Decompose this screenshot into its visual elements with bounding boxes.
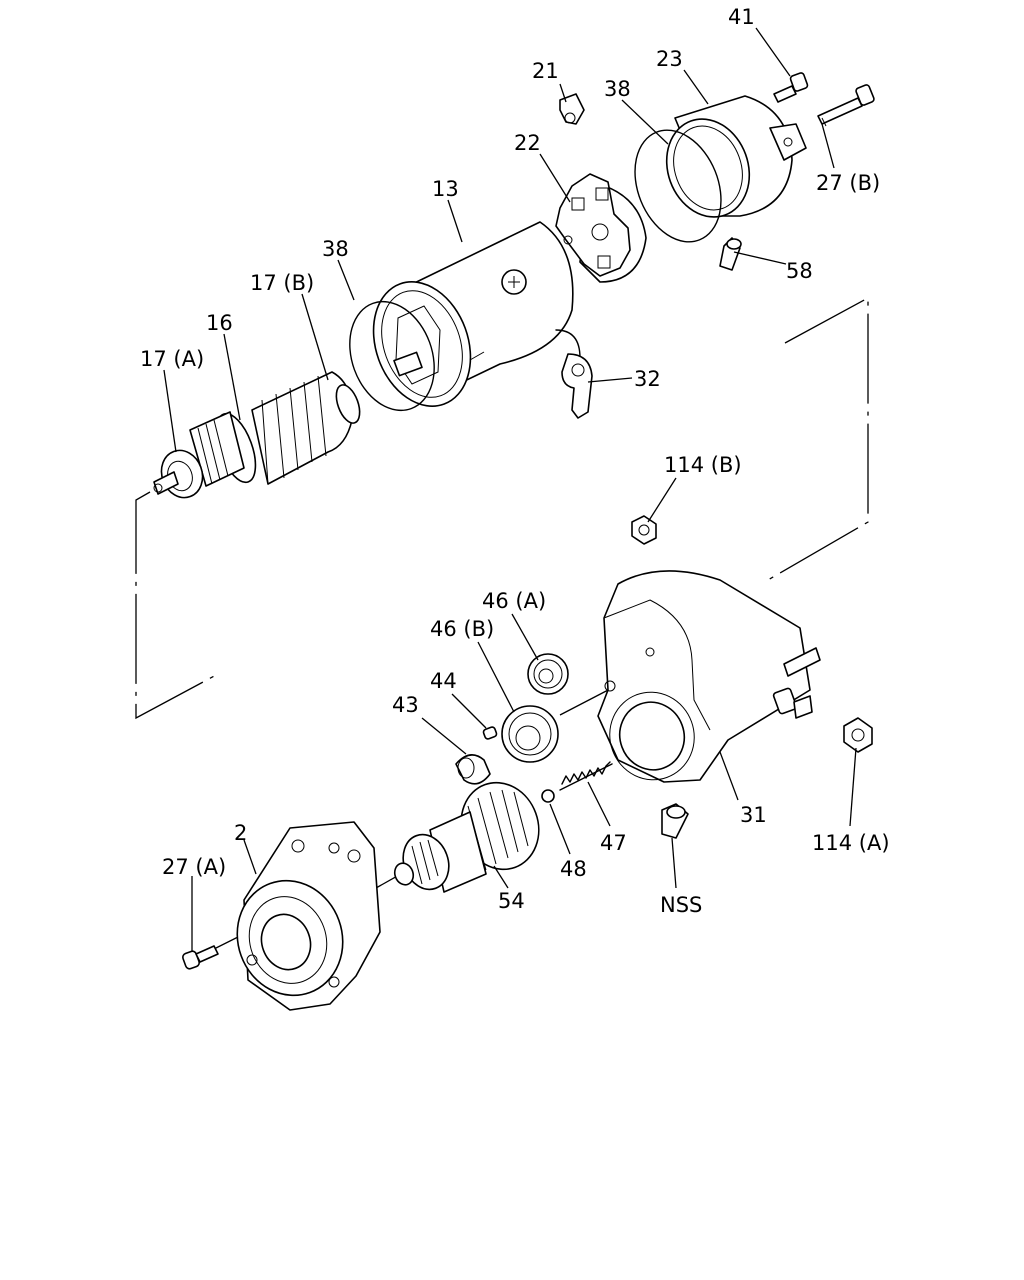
callout-46a: 46 (A) [482, 589, 546, 613]
nut-114a [843, 717, 873, 753]
callout-nss: NSS [660, 893, 702, 917]
pin-nss [661, 803, 689, 839]
callout-16: 16 [206, 311, 233, 335]
callout-58: 58 [786, 259, 813, 283]
callout-54: 54 [498, 889, 525, 913]
yoke-13 [372, 221, 574, 407]
washer-43 [455, 754, 491, 785]
lead-terminal-32 [555, 329, 593, 419]
callout-23: 23 [656, 47, 683, 71]
callout-44: 44 [430, 669, 457, 693]
gear-46a [527, 653, 569, 695]
callout-43: 43 [392, 693, 419, 717]
ball-48 [541, 789, 555, 803]
clip-21 [559, 93, 585, 125]
callout-2: 2 [234, 821, 247, 845]
through-bolt-27b [817, 84, 875, 127]
callout-27b: 27 (B) [816, 171, 880, 195]
callout-48: 48 [560, 857, 587, 881]
callout-114b: 114 (B) [664, 453, 742, 477]
callout-21: 21 [532, 59, 559, 83]
callout-31: 31 [740, 803, 767, 827]
callout-47: 47 [600, 831, 627, 855]
callout-labels: 41 23 21 38 22 27 (B) 13 58 38 17 (B) 16… [140, 5, 890, 917]
rear-cover-23 [665, 95, 807, 218]
callout-46b: 46 (B) [430, 617, 494, 641]
callout-38-mid: 38 [322, 237, 349, 261]
callout-27a: 27 (A) [162, 855, 226, 879]
brush-holder-22 [555, 173, 647, 283]
armature-16 [153, 371, 361, 499]
callout-41: 41 [728, 5, 755, 29]
leader-lines [163, 27, 857, 952]
front-housing-2 [236, 821, 381, 1011]
o-ring-38-mid [349, 300, 435, 412]
pinion-clutch-54 [393, 781, 540, 893]
bolt-41 [773, 72, 809, 103]
pin-44 [482, 726, 498, 740]
bolt-27a [182, 945, 219, 970]
gear-46b [501, 705, 559, 763]
callout-114a: 114 (A) [812, 831, 890, 855]
spring-47 [559, 761, 613, 791]
nut-114b [631, 515, 657, 545]
housing-31 [597, 570, 821, 783]
callout-38-top: 38 [604, 77, 631, 101]
callout-32: 32 [634, 367, 661, 391]
callout-17a: 17 (A) [140, 347, 204, 371]
callout-17b: 17 (B) [250, 271, 314, 295]
callout-13: 13 [432, 177, 459, 201]
callout-22: 22 [514, 131, 541, 155]
sleeve-58 [719, 237, 742, 271]
